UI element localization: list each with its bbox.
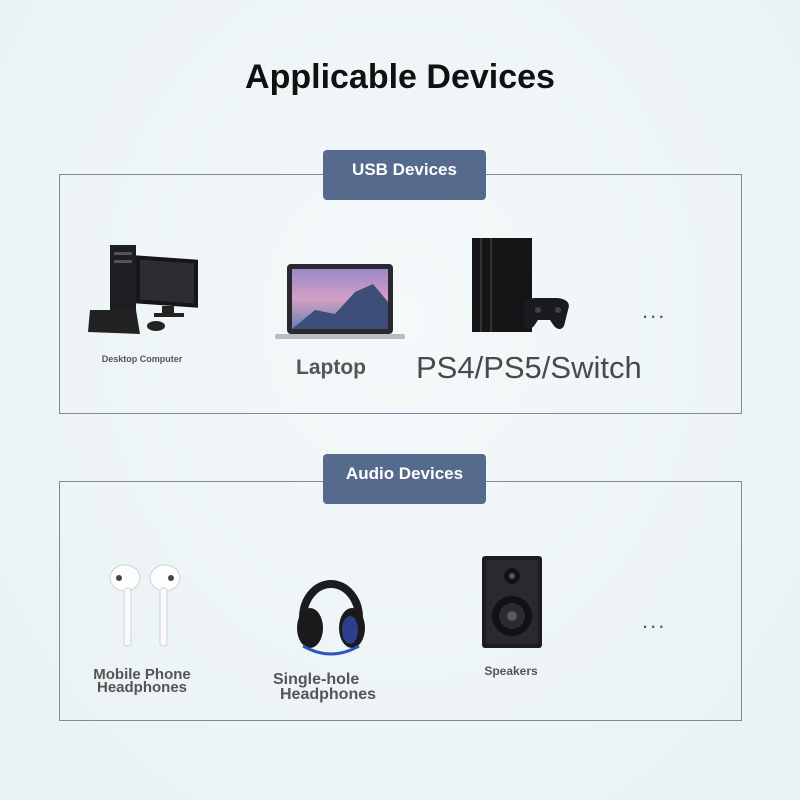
console-caption: PS4/PS5/Switch bbox=[416, 350, 642, 385]
speaker-icon bbox=[482, 556, 542, 648]
laptop-icon bbox=[275, 264, 405, 339]
audio-more-ellipsis: ... bbox=[642, 608, 667, 633]
caption-line-1: Single-hole bbox=[273, 671, 360, 688]
audio-devices-label: Audio Devices bbox=[323, 454, 486, 504]
usb-devices-label: USB Devices bbox=[323, 150, 486, 200]
desktop-computer-icon bbox=[88, 245, 198, 334]
desktop-computer-caption: Desktop Computer bbox=[101, 354, 183, 364]
single-hole-headphones-caption: Single-hole Headphones bbox=[265, 671, 400, 703]
earphones-icon bbox=[109, 564, 181, 647]
laptop-caption: Laptop bbox=[296, 356, 366, 379]
caption-line-2: Headphones bbox=[96, 679, 187, 696]
headphones-icon bbox=[297, 580, 365, 656]
page-title: Applicable Devices bbox=[245, 58, 555, 96]
caption-line-1: Mobile Phone bbox=[93, 666, 191, 683]
usb-more-ellipsis: ... bbox=[642, 298, 667, 323]
mobile-phone-headphones-caption: Mobile Phone Headphones bbox=[80, 666, 204, 696]
game-console-icon bbox=[472, 238, 569, 332]
caption-line-2: Headphones bbox=[280, 686, 377, 703]
speakers-caption: Speakers bbox=[484, 664, 538, 678]
